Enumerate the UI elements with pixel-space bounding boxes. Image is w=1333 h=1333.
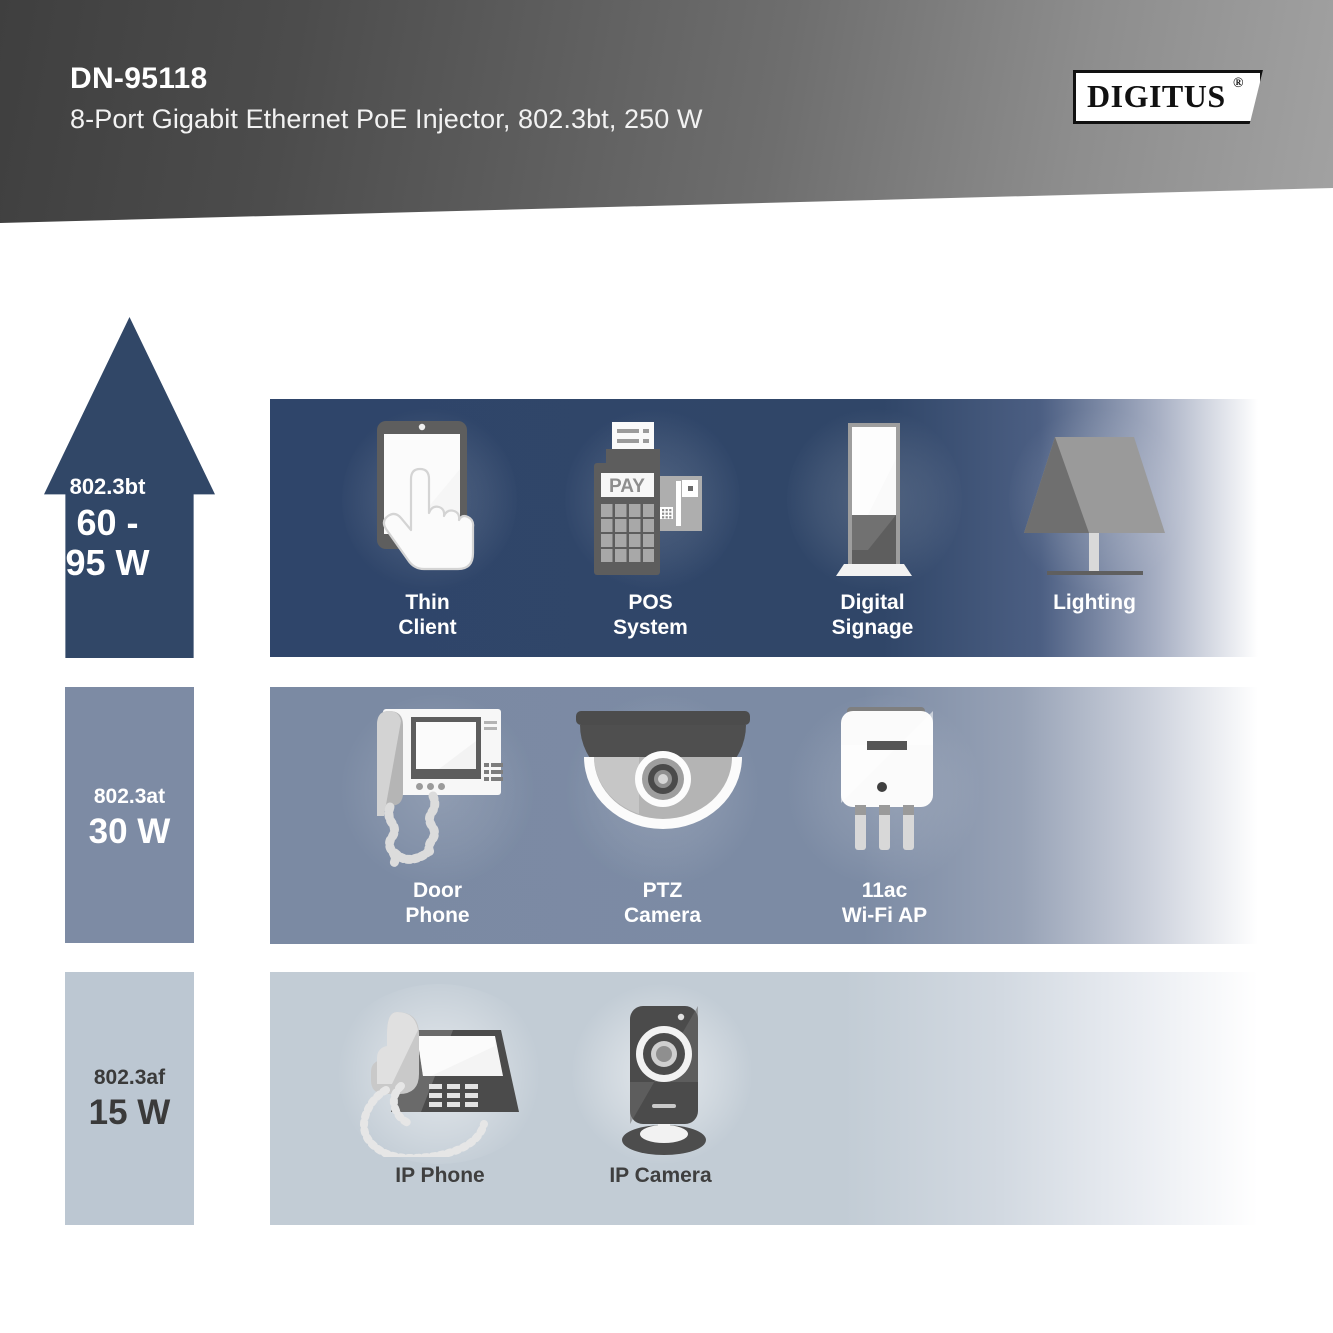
device-thin-client: Thin Client	[325, 399, 530, 657]
device-caption: PTZ Camera	[560, 879, 765, 929]
access-point-icon	[841, 707, 933, 850]
logo-shape	[1073, 70, 1263, 124]
tier-panel-802-3bt: Thin Client	[270, 399, 1258, 657]
device-door-phone: Door Phone	[335, 687, 540, 944]
device-caption-line2: Wi-Fi AP	[841, 903, 928, 927]
box-camera-icon	[622, 1006, 706, 1155]
registered-trademark-icon: ®	[1233, 76, 1244, 91]
device-caption: IP Camera	[558, 1164, 763, 1189]
dome-camera-icon	[576, 711, 750, 829]
badge-802-3af-block	[65, 972, 194, 1225]
device-digital-signage: Digital Signage	[770, 399, 975, 657]
device-caption-line1: POS	[628, 591, 673, 614]
pos-terminal-icon: PAY	[594, 422, 702, 575]
badge-802-3af-power: 15 W	[88, 1093, 171, 1132]
badge-802-3at-standard: 802.3at	[93, 785, 166, 808]
device-caption-line2: Signage	[831, 615, 914, 639]
table-lamp-icon	[1024, 437, 1165, 575]
tablet-hand-icon	[377, 421, 475, 571]
tier-panel-802-3at: Door Phone PTZ Camera	[270, 687, 1258, 944]
device-caption-line1: PTZ	[642, 879, 683, 902]
device-caption: Door Phone	[335, 879, 540, 929]
desk-phone-icon	[360, 1012, 519, 1157]
device-ip-phone: IP Phone	[325, 972, 555, 1225]
badge-802-3at-power: 30 W	[88, 812, 171, 851]
svg-text:PAY: PAY	[609, 476, 645, 497]
device-caption-line1: 11ac	[861, 879, 908, 902]
badge-802-3bt-standard: 802.3bt	[69, 474, 146, 499]
device-caption-line1: Lighting	[1053, 591, 1136, 614]
device-caption-line2: Phone	[405, 903, 470, 927]
device-caption-line1: IP Camera	[609, 1164, 712, 1187]
intercom-icon	[377, 709, 503, 868]
badge-802-3af-standard: 802.3af	[93, 1066, 166, 1089]
device-caption: Thin Client	[325, 591, 530, 641]
badge-802-3bt-power-line1: 60 -	[76, 502, 139, 543]
tier-panel-802-3af: IP Phone IP Camera	[270, 972, 1258, 1225]
page-title: DN-95118	[70, 62, 208, 95]
logo-wordmark: DIGITUS	[1087, 78, 1226, 114]
device-caption-line1: IP Phone	[395, 1164, 485, 1187]
device-wifi-ap: 11ac Wi-Fi AP	[782, 687, 987, 944]
badge-802-3bt-power-line2: 95 W	[65, 542, 150, 584]
device-caption-line2: System	[613, 615, 688, 639]
page-subtitle: 8-Port Gigabit Ethernet PoE Injector, 80…	[70, 104, 703, 134]
device-caption: IP Phone	[325, 1164, 555, 1189]
device-ptz-camera: PTZ Camera	[560, 687, 765, 944]
device-caption-line1: Door	[413, 879, 462, 902]
digitus-logo: DIGITUS ®	[1073, 70, 1263, 124]
kiosk-display-icon	[836, 423, 912, 576]
device-caption: POS System	[548, 591, 753, 641]
device-ip-camera: IP Camera	[558, 972, 763, 1225]
device-caption: Digital Signage	[770, 591, 975, 641]
device-caption: Lighting	[992, 591, 1197, 616]
device-pos-system: PAY POS System	[548, 399, 753, 657]
badge-802-3bt-power: 60 - 95 W	[0, 502, 215, 584]
badge-802-3at-block	[65, 687, 194, 943]
device-caption-line1: Thin	[405, 591, 450, 614]
device-caption-line1: Digital	[840, 591, 905, 614]
device-lighting: Lighting	[992, 399, 1197, 657]
device-caption: 11ac Wi-Fi AP	[782, 879, 987, 929]
device-caption-line2: Camera	[623, 903, 702, 927]
device-caption-line2: Client	[398, 615, 457, 639]
